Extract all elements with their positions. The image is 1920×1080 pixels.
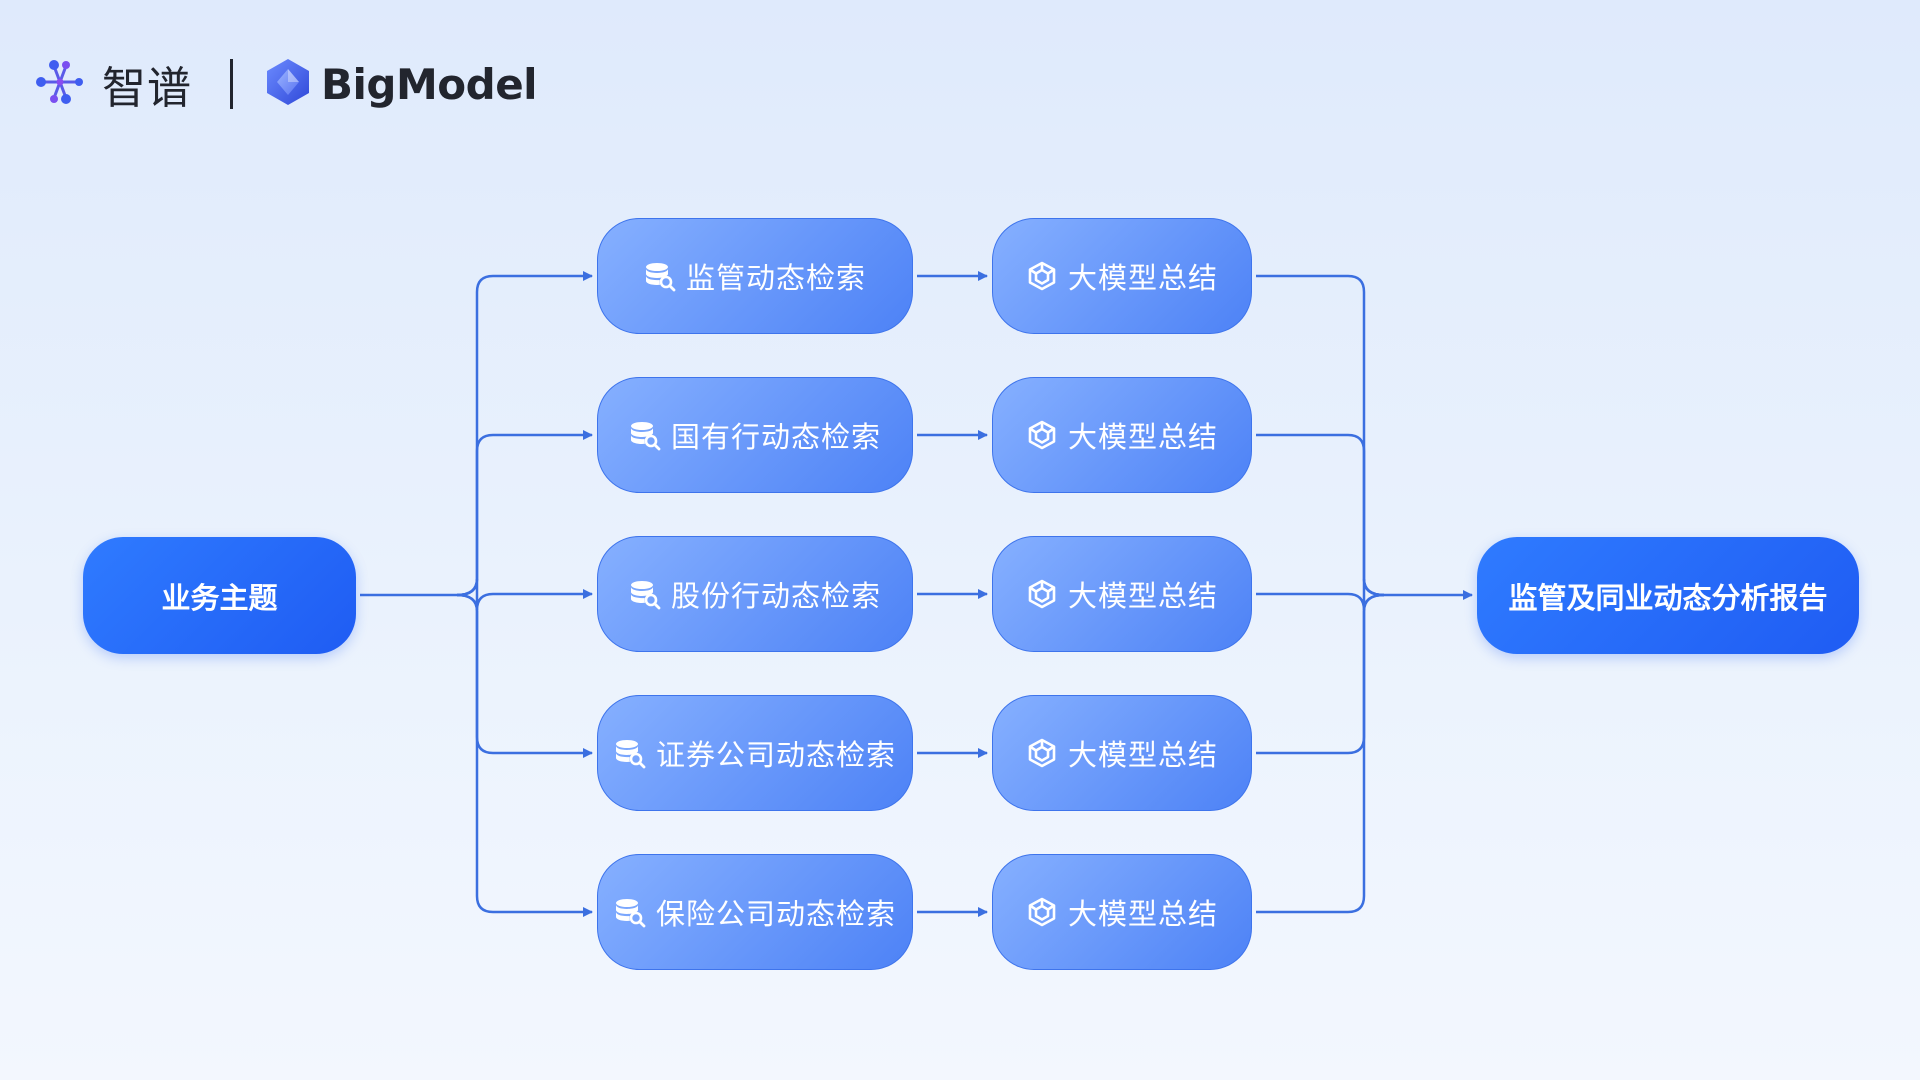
model-cube-icon bbox=[1026, 419, 1058, 451]
connector-split-2 bbox=[456, 430, 593, 597]
database-search-icon bbox=[644, 260, 676, 292]
summary-node-1: 大模型总结 bbox=[992, 218, 1252, 334]
database-search-icon bbox=[614, 896, 646, 928]
end-node-label: 监管及同业动态分析报告 bbox=[1508, 580, 1828, 615]
search-node-3: 股份行动态检索 bbox=[597, 536, 913, 652]
summary-node-4: 大模型总结 bbox=[992, 695, 1252, 811]
summary-node-3: 大模型总结 bbox=[992, 536, 1252, 652]
model-cube-icon bbox=[1026, 896, 1058, 928]
summary-node-label: 大模型总结 bbox=[1067, 897, 1218, 931]
search-node-4: 证券公司动态检索 bbox=[597, 695, 913, 811]
summary-node-label: 大模型总结 bbox=[1067, 420, 1218, 454]
database-search-icon bbox=[614, 737, 646, 769]
search-node-label: 股份行动态检索 bbox=[670, 579, 881, 613]
summary-node-label: 大模型总结 bbox=[1067, 738, 1218, 772]
brand-name-bigmodel: BigModel bbox=[321, 59, 538, 109]
connector-merge-5 bbox=[1256, 593, 1385, 914]
database-search-icon bbox=[629, 419, 661, 451]
search-node-label: 监管动态检索 bbox=[685, 261, 866, 295]
bigmodel-logo-icon bbox=[265, 57, 311, 111]
start-node-label: 业务主题 bbox=[161, 580, 278, 615]
summary-node-label: 大模型总结 bbox=[1067, 261, 1218, 295]
end-node-analysis-report: 监管及同业动态分析报告 bbox=[1477, 537, 1859, 654]
database-search-icon bbox=[629, 578, 661, 610]
search-node-1: 监管动态检索 bbox=[597, 218, 913, 334]
search-node-label: 国有行动态检索 bbox=[670, 420, 881, 454]
header: 智谱 BigModel bbox=[32, 54, 538, 114]
model-cube-icon bbox=[1026, 578, 1058, 610]
search-node-label: 证券公司动态检索 bbox=[655, 738, 896, 772]
connector-split-5 bbox=[456, 593, 593, 917]
search-node-2: 国有行动态检索 bbox=[597, 377, 913, 493]
start-node-business-topic: 业务主题 bbox=[83, 537, 356, 654]
summary-node-label: 大模型总结 bbox=[1067, 579, 1218, 613]
connector-merge-2 bbox=[1256, 433, 1385, 597]
search-node-label: 保险公司动态检索 bbox=[655, 897, 896, 931]
zhipu-logo-icon bbox=[32, 54, 88, 114]
model-cube-icon bbox=[1026, 260, 1058, 292]
summary-node-2: 大模型总结 bbox=[992, 377, 1252, 493]
summary-node-5: 大模型总结 bbox=[992, 854, 1252, 970]
model-cube-icon bbox=[1026, 737, 1058, 769]
brand-name-zhipu: 智谱 bbox=[102, 63, 192, 114]
search-node-5: 保险公司动态检索 bbox=[597, 854, 913, 970]
brand-divider bbox=[230, 59, 233, 109]
